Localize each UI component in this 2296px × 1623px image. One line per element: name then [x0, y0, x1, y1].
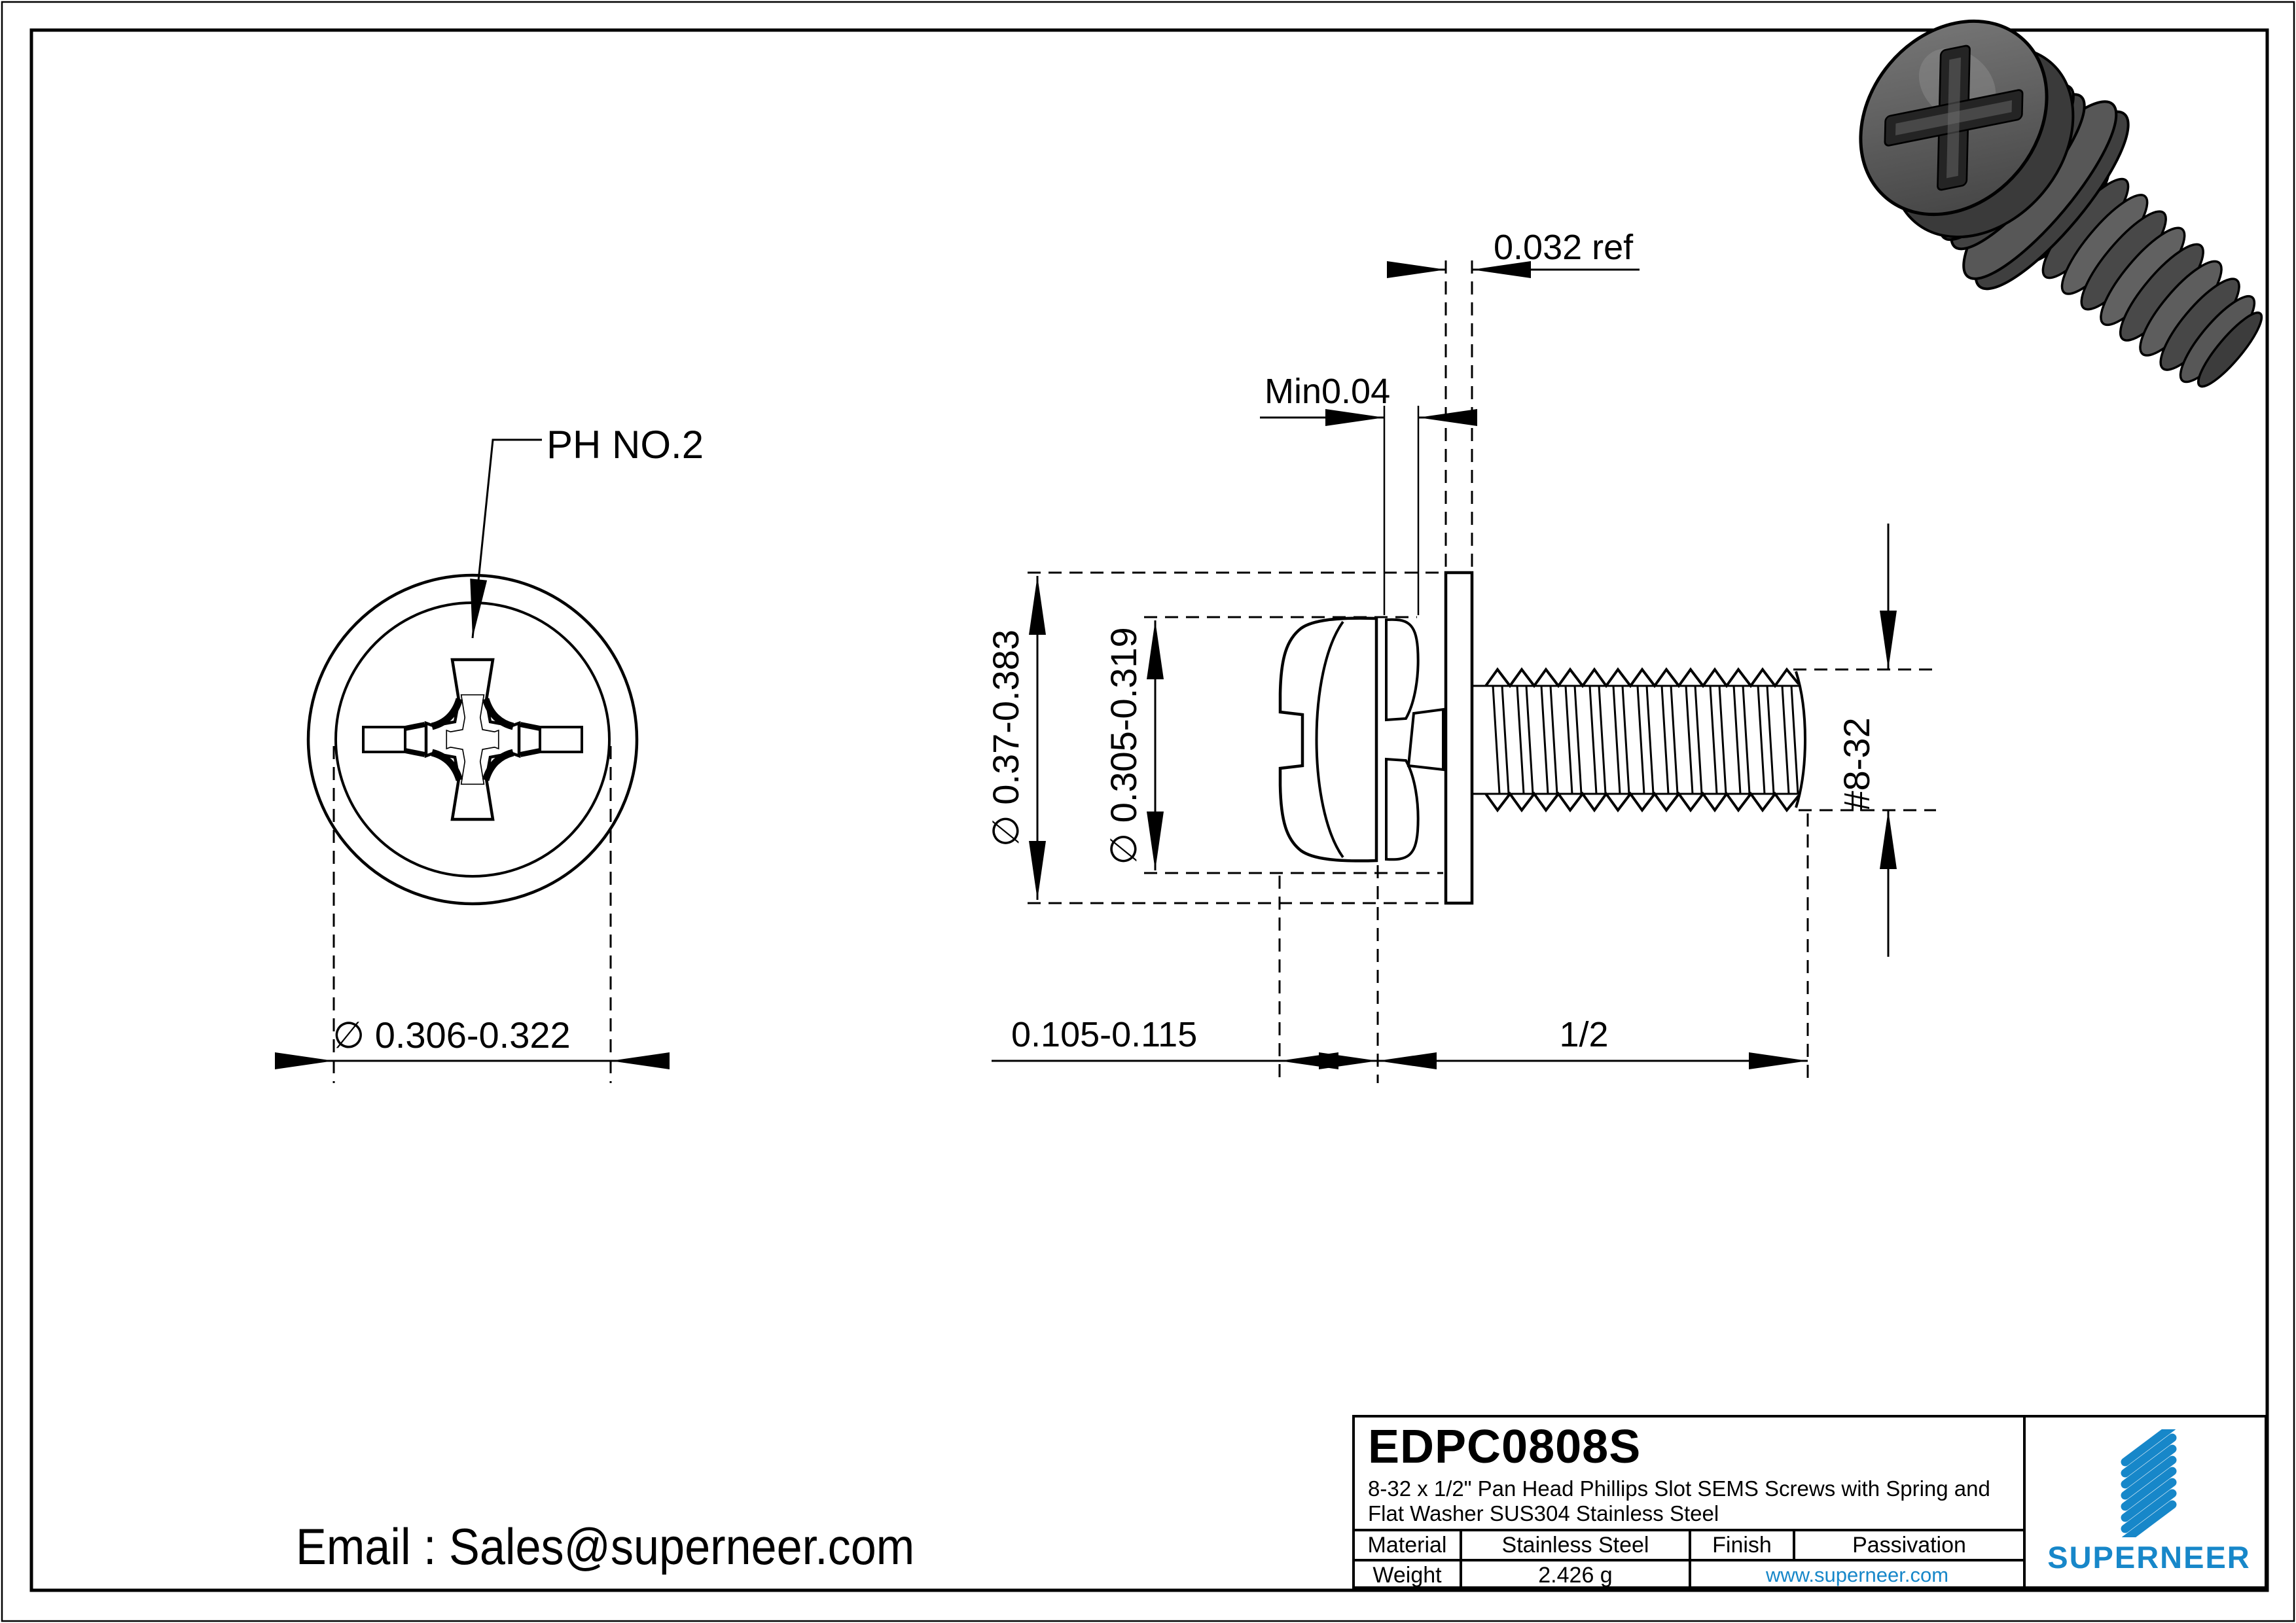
part-description: 8-32 x 1/2" Pan Head Phillips Slot SEMS …	[1368, 1476, 2023, 1526]
title-block: EDPC0808S 8-32 x 1/2" Pan Head Phillips …	[1352, 1415, 2267, 1589]
thread-crests-bottom	[1484, 791, 1800, 813]
flat-washer-profile	[1444, 571, 1474, 905]
material-value: Stainless Steel	[1462, 1531, 1691, 1559]
head-height-dim: 0.105-0.115	[1011, 1015, 1197, 1054]
weight-value: 2.426 g	[1462, 1561, 1691, 1589]
head-diameter-dim: ∅ 0.306-0.322	[332, 1014, 570, 1056]
website-link[interactable]: www.superneer.com	[1765, 1563, 1949, 1586]
front-view	[275, 438, 670, 1083]
material-finish-row: Material Stainless Steel Finish Passivat…	[1355, 1531, 2023, 1561]
contact-email: Email : Sales@superneer.com	[296, 1518, 915, 1575]
phillips-recess	[362, 658, 583, 821]
head-od-dim: ∅ 0.305-0.319	[1103, 627, 1144, 865]
material-label: Material	[1355, 1531, 1462, 1559]
ph-leader-line	[470, 438, 542, 639]
description-line1: 8-32 x 1/2" Pan Head Phillips Slot SEMS …	[1368, 1476, 1990, 1501]
thread-crests-top	[1484, 667, 1800, 688]
extension-lines	[1028, 260, 1936, 1083]
thread-spec-dim: #8-32	[1836, 717, 1877, 811]
brand-hatch-icon	[2121, 1429, 2176, 1537]
drawing-frame	[29, 28, 2269, 1592]
spring-washer-bottom	[1385, 757, 1420, 861]
weight-label: Weight	[1355, 1561, 1462, 1589]
weight-website-row: Weight 2.426 g www.superneer.com	[1355, 1561, 2023, 1589]
head-dome-line	[1315, 620, 1344, 859]
spring-min-dim: Min0.04	[1265, 372, 1390, 411]
description-line2: Flat Washer SUS304 Stainless Steel	[1368, 1501, 1719, 1525]
side-view	[992, 260, 1936, 1083]
title-block-main: EDPC0808S 8-32 x 1/2" Pan Head Phillips …	[1355, 1418, 2026, 1589]
flat-ref-dim: 0.032 ref	[1494, 228, 1634, 267]
washer-od-dim: ∅ 0.37-0.383	[985, 630, 1026, 847]
thread-flanks	[1492, 685, 1799, 794]
pan-head-profile	[1278, 616, 1378, 863]
thread-end	[1795, 671, 1807, 808]
part-number: EDPC0808S	[1368, 1421, 1641, 1473]
spring-washer-top	[1385, 618, 1420, 722]
thread-length-dim: 1/2	[1559, 1015, 1608, 1054]
ph-no2-label: PH NO.2	[547, 423, 704, 467]
brand-name: SUPERNEER	[2047, 1540, 2251, 1575]
brand-logo-cell: SUPERNEER	[2028, 1418, 2270, 1586]
finish-label: Finish	[1691, 1531, 1795, 1559]
title-block-header: EDPC0808S 8-32 x 1/2" Pan Head Phillips …	[1355, 1418, 2023, 1531]
washer-outline-circle	[306, 573, 639, 906]
spring-washer-split	[1407, 707, 1444, 772]
head-outline-circle	[334, 601, 611, 878]
finish-value: Passivation	[1852, 1532, 1966, 1558]
screw-3d-render	[1859, 19, 2263, 388]
